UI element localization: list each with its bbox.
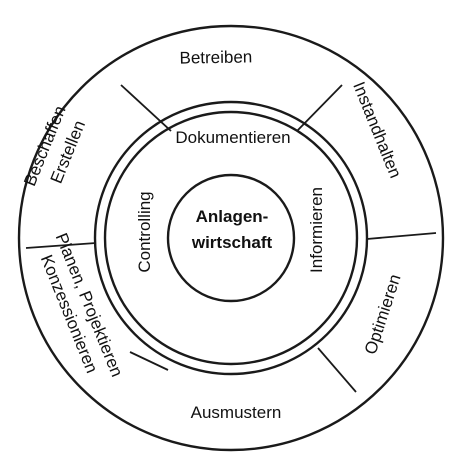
segment-divider-right — [366, 232, 437, 240]
outer-inner-border — [93, 100, 369, 376]
label-dokumentieren: Dokumentieren — [175, 128, 290, 147]
segment-divider-left — [25, 242, 97, 249]
center-label-line2: wirtschaft — [191, 233, 273, 252]
middle-ring-border — [103, 110, 359, 366]
segment-divider-bottom-right — [317, 347, 357, 393]
label-betreiben: Betreiben — [179, 47, 252, 67]
segment-divider-top-left — [120, 84, 172, 132]
label-controlling: Controlling — [135, 191, 154, 272]
center-circle-border — [166, 173, 296, 303]
label-instandhalten: Instandhalten — [349, 79, 405, 181]
label-ausmustern: Ausmustern — [191, 403, 282, 422]
outer-ring-border — [17, 24, 445, 452]
center-label-line1: Anlagen- — [196, 207, 269, 226]
segment-divider-bottom-left — [129, 351, 169, 371]
segment-divider-top-right — [296, 84, 343, 132]
label-informieren: Informieren — [307, 187, 326, 273]
label-optimieren: Optimieren — [361, 272, 405, 357]
